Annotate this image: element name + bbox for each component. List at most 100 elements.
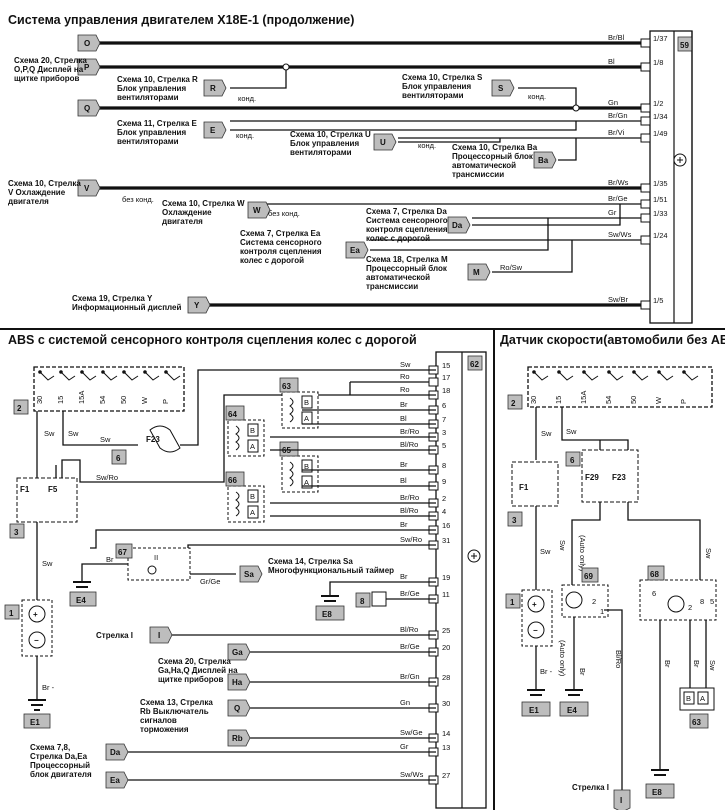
fuse-pin: 15 bbox=[56, 370, 76, 404]
svg-text:3: 3 bbox=[512, 516, 517, 525]
relay-67: II 67 bbox=[115, 543, 191, 581]
top-row-marker: O bbox=[77, 34, 101, 52]
speed-ground-e1: E1 bbox=[521, 689, 551, 717]
svg-text:U: U bbox=[380, 138, 386, 147]
svg-text:I: I bbox=[620, 796, 622, 805]
abs-row-pin: 25 bbox=[442, 626, 450, 635]
arrow-w: W bbox=[247, 201, 271, 219]
harness-62-label: 62 bbox=[470, 360, 479, 369]
speed-title: Датчик скорости(автомобили без ABS) bbox=[500, 333, 725, 347]
top-row: Sw/Ws 1/24 bbox=[370, 230, 668, 245]
svg-text:B: B bbox=[250, 426, 255, 435]
abs-row-pin: 28 bbox=[442, 673, 450, 682]
svg-text:Br -: Br - bbox=[540, 667, 553, 676]
svg-text:I: I bbox=[158, 631, 160, 640]
abs-row-wire-label: Br/Ro bbox=[400, 427, 419, 436]
fuse-pin: 54 bbox=[98, 370, 118, 404]
svg-text:F29: F29 bbox=[585, 473, 599, 482]
abs-row-pin: 7 bbox=[442, 415, 446, 424]
top-row-wire-label: Br/Ws bbox=[608, 178, 629, 187]
fuse-pin: P bbox=[679, 370, 699, 404]
abs-row-wire-label: Ro bbox=[400, 385, 410, 394]
arrow-da-abs: Da bbox=[105, 743, 129, 761]
svg-text:P: P bbox=[679, 399, 688, 404]
abs-row-wire-label: Gn bbox=[400, 698, 410, 707]
battery-1: + − 1 bbox=[4, 599, 53, 657]
svg-text:E8: E8 bbox=[322, 610, 332, 619]
top-row-wire-label: Gr bbox=[608, 208, 617, 217]
abs-row-wire-label: Bl/Ro bbox=[400, 625, 418, 634]
svg-text:O: O bbox=[84, 39, 90, 48]
arrow-sa: Sa bbox=[239, 565, 263, 583]
sensor-69: 69 2 1 bbox=[561, 567, 609, 618]
top-row-marker: Y bbox=[187, 296, 211, 314]
svg-text:F1: F1 bbox=[20, 485, 30, 494]
svg-text:Sw: Sw bbox=[708, 660, 717, 671]
abs-row-wire-label: Bl bbox=[400, 414, 407, 423]
svg-text:54: 54 bbox=[98, 396, 107, 404]
svg-text:Br: Br bbox=[692, 660, 701, 668]
harness-59 bbox=[649, 30, 693, 324]
svg-text:A: A bbox=[304, 478, 309, 487]
abs-row-pin: 18 bbox=[442, 386, 450, 395]
top-row-pin: 1/34 bbox=[653, 112, 668, 121]
svg-text:E1: E1 bbox=[30, 718, 40, 727]
svg-text:15A: 15A bbox=[77, 391, 86, 404]
svg-text:6: 6 bbox=[652, 589, 656, 598]
svg-text:Sa: Sa bbox=[244, 570, 254, 579]
note-kond-s: конд. bbox=[528, 92, 546, 101]
svg-text:Sw: Sw bbox=[68, 429, 79, 438]
svg-text:1: 1 bbox=[510, 598, 515, 607]
speed-fuse-block-f29-f23: F29 F23 6 bbox=[565, 449, 639, 503]
top-row-wire-label: Br/Vi bbox=[608, 128, 624, 137]
fuse-block-f1-f5: F1 F5 3 bbox=[9, 477, 78, 539]
svg-text:1: 1 bbox=[600, 607, 604, 616]
svg-text:M: M bbox=[473, 268, 480, 277]
svg-text:3: 3 bbox=[14, 528, 19, 537]
svg-text:P: P bbox=[161, 399, 170, 404]
svg-text:69: 69 bbox=[584, 572, 593, 581]
arrow-e: E bbox=[203, 121, 227, 139]
svg-text:Ea: Ea bbox=[110, 776, 120, 785]
top-row: Br/Vi 1/49 bbox=[398, 128, 668, 143]
abs-row-wire-label: Br/Ge bbox=[400, 642, 420, 651]
abs-title: ABS с системой сенсорного контроля сцепл… bbox=[8, 333, 417, 347]
note-bez-kond-v: без конд. bbox=[122, 195, 154, 204]
svg-text:Sw: Sw bbox=[100, 435, 111, 444]
abs-row-wire-label: Sw/Ro bbox=[400, 535, 422, 544]
svg-text:Ea: Ea bbox=[350, 246, 360, 255]
svg-text:5: 5 bbox=[710, 597, 714, 606]
abs-row-pin: 3 bbox=[442, 428, 446, 437]
top-row-pin: 1/49 bbox=[653, 129, 668, 138]
svg-text:F1: F1 bbox=[519, 483, 529, 492]
abs-row-wire-label: Br bbox=[400, 572, 408, 581]
wire-label-m: Ro/Sw bbox=[500, 263, 523, 272]
svg-text:E4: E4 bbox=[76, 596, 86, 605]
note-bez-kond-w: без конд. bbox=[268, 209, 300, 218]
svg-text:8: 8 bbox=[700, 597, 704, 606]
top-row-wire-label: Sw/Ws bbox=[608, 230, 632, 239]
abs-row-pin: 5 bbox=[442, 441, 446, 450]
svg-text:2: 2 bbox=[511, 399, 516, 408]
top-row-pin: 1/24 bbox=[653, 231, 668, 240]
svg-text:E4: E4 bbox=[567, 706, 577, 715]
arrow-s: S bbox=[491, 79, 515, 97]
svg-text:B: B bbox=[304, 462, 309, 471]
top-row-pin: 1/33 bbox=[653, 209, 668, 218]
